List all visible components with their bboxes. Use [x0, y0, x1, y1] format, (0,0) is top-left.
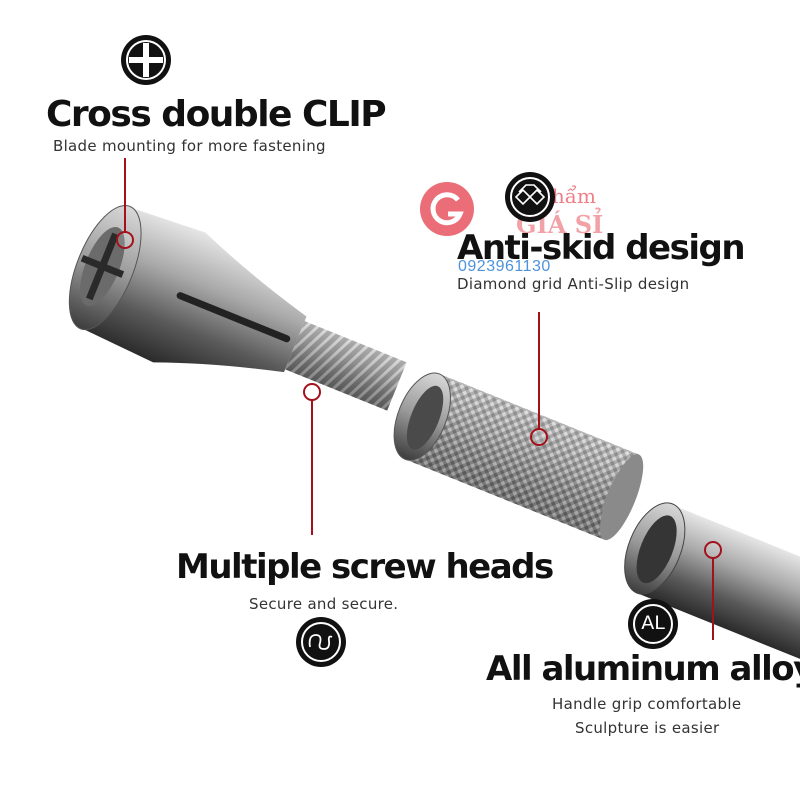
screw-heads-subtitle: Secure and secure.: [249, 595, 399, 613]
anti-skid-leader: [538, 312, 540, 430]
anti-skid-marker: [530, 428, 548, 446]
cross-clip-leader: [124, 158, 126, 232]
aluminum-leader: [712, 558, 714, 640]
al-icon-text: AL: [641, 612, 665, 634]
watermark-phone: 0923961130: [458, 258, 551, 275]
anti-skid-subtitle: Diamond grid Anti-Slip design: [457, 275, 690, 293]
aluminum-marker: [704, 541, 722, 559]
aluminum-subtitle-line1: Handle grip comfortable: [552, 695, 742, 713]
aluminum-title: All aluminum alloy: [486, 649, 800, 689]
diamond-grid-icon: [505, 172, 555, 222]
cross-clip-subtitle: Blade mounting for more fastening: [53, 137, 326, 155]
screw-heads-title: Multiple screw heads: [176, 547, 554, 587]
screw-heads-leader: [311, 400, 313, 535]
knurled-sleeve: [393, 372, 644, 541]
aluminum-subtitle-line2: Sculpture is easier: [575, 719, 720, 737]
al-icon: AL: [628, 599, 678, 649]
g-logo-icon: [420, 182, 474, 236]
anti-skid-title: Anti-skid design: [457, 228, 746, 268]
cross-icon: [121, 35, 171, 85]
spiral-icon: [296, 617, 346, 667]
screw-heads-marker: [303, 383, 321, 401]
collet-chuck: [68, 204, 407, 411]
cross-clip-title: Cross double CLIP: [46, 94, 387, 135]
cross-clip-marker: [116, 231, 134, 249]
